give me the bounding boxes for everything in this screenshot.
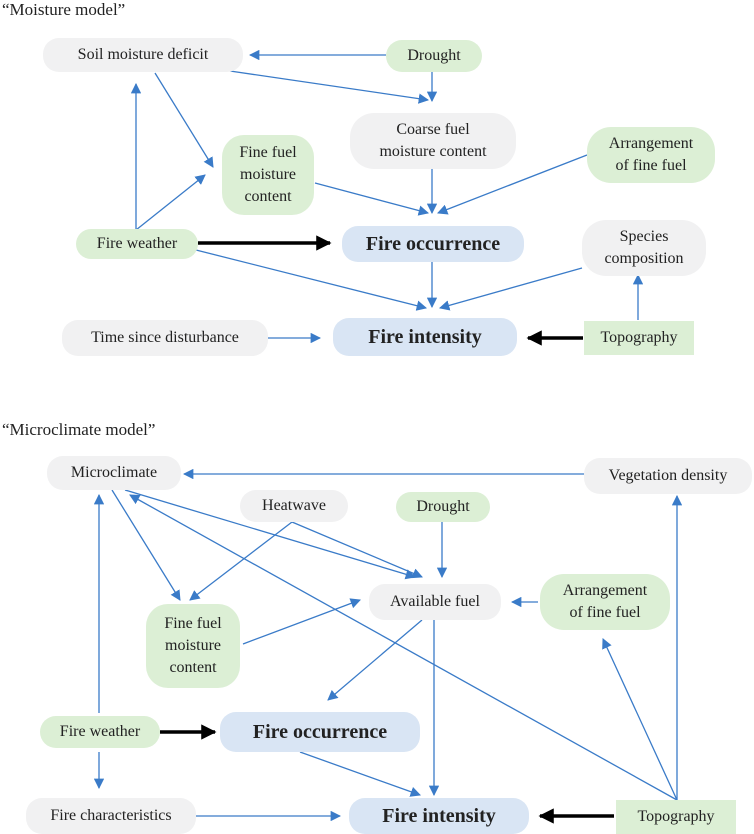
label-arrangement-line2: of fine fuel xyxy=(615,157,687,174)
label-coarse-fuel-line1: Coarse fuel xyxy=(396,121,470,138)
edge-availablefuel-to-occurrence xyxy=(327,619,423,701)
edge-fireweather-to-finefuel xyxy=(135,174,206,231)
label-fire-weather: Fire weather xyxy=(96,235,178,252)
edge-arrangement-to-occurrence xyxy=(437,154,588,215)
node-fine-fuel-moisture-2: Fine fuel moisture content xyxy=(146,604,240,688)
label-available-fuel: Available fuel xyxy=(390,593,480,610)
label-drought: Drought xyxy=(407,47,461,64)
microclimate-model-title: “Microclimate model” xyxy=(2,420,156,439)
node-heatwave: Heatwave xyxy=(240,490,348,522)
node-fine-fuel-moisture: Fine fuel moisture content xyxy=(222,135,314,215)
label-fire-intensity-2: Fire intensity xyxy=(382,805,496,827)
edge-species-to-intensity xyxy=(438,267,583,311)
edge-microclimate-to-finefuel xyxy=(111,489,181,601)
node-fire-weather-2: Fire weather xyxy=(40,716,160,748)
label-arrangement-line1: Arrangement xyxy=(608,135,694,152)
node-available-fuel: Available fuel xyxy=(369,584,501,620)
edge-heatwave-to-finefuel xyxy=(189,521,293,601)
label-fire-intensity: Fire intensity xyxy=(368,326,482,348)
label-heatwave: Heatwave xyxy=(262,497,326,514)
label-fine-fuel-2-line3: content xyxy=(169,659,217,676)
edge-topography-to-arrangement xyxy=(602,638,678,801)
edge-soil-to-coarse xyxy=(229,70,430,104)
node-vegetation-density: Vegetation density xyxy=(584,458,752,494)
label-arrangement-2-line1: Arrangement xyxy=(562,582,648,599)
label-fine-fuel-line2: moisture xyxy=(240,166,296,183)
node-fire-characteristics: Fire characteristics xyxy=(26,798,196,834)
node-drought-2: Drought xyxy=(396,492,490,522)
label-soil-moisture-deficit: Soil moisture deficit xyxy=(77,46,209,63)
edge-topography-to-microclimate xyxy=(129,494,678,801)
edge-heatwave-to-availablefuel xyxy=(291,521,423,579)
node-arrangement-fine-fuel-2: Arrangement of fine fuel xyxy=(540,574,670,630)
label-fine-fuel-2-line2: moisture xyxy=(165,637,221,654)
edge-occurrence-to-intensity-2 xyxy=(299,751,421,797)
node-topography: Topography xyxy=(584,321,694,355)
node-coarse-fuel-moisture: Coarse fuel moisture content xyxy=(350,113,516,169)
node-fire-occurrence-2: Fire occurrence xyxy=(220,712,420,752)
label-fire-occurrence: Fire occurrence xyxy=(365,233,501,255)
label-species-line2: composition xyxy=(604,250,684,267)
node-soil-moisture-deficit: Soil moisture deficit xyxy=(43,38,243,72)
label-time-since-disturbance: Time since disturbance xyxy=(91,329,239,346)
edge-finefuel-to-availablefuel xyxy=(242,598,361,645)
edge-fireweather-to-intensity xyxy=(195,249,428,311)
label-topography-2: Topography xyxy=(637,808,715,825)
label-arrangement-2-line2: of fine fuel xyxy=(569,604,641,621)
edge-soil-to-finefuel xyxy=(154,72,214,168)
label-topography: Topography xyxy=(600,329,678,346)
label-coarse-fuel-line2: moisture content xyxy=(379,143,487,160)
node-topography-2: Topography xyxy=(616,800,736,834)
edge-microclimate-to-availablefuel xyxy=(124,489,416,580)
node-arrangement-fine-fuel: Arrangement of fine fuel xyxy=(587,127,715,183)
label-fire-occurrence-2: Fire occurrence xyxy=(252,721,388,743)
node-fire-intensity-2: Fire intensity xyxy=(349,798,529,834)
label-fire-weather-2: Fire weather xyxy=(59,723,141,740)
label-fine-fuel-line1: Fine fuel xyxy=(239,144,297,161)
label-fine-fuel-line3: content xyxy=(244,188,292,205)
label-fire-characteristics: Fire characteristics xyxy=(50,807,172,824)
node-microclimate: Microclimate xyxy=(47,456,181,490)
node-time-since-disturbance: Time since disturbance xyxy=(62,320,268,356)
label-species-line1: Species xyxy=(619,228,669,245)
label-vegetation-density: Vegetation density xyxy=(608,467,728,484)
node-fire-intensity: Fire intensity xyxy=(333,318,517,356)
node-species-composition: Species composition xyxy=(582,220,706,276)
label-microclimate: Microclimate xyxy=(70,464,158,481)
label-drought-2: Drought xyxy=(416,498,470,515)
node-fire-weather: Fire weather xyxy=(76,229,198,259)
label-fine-fuel-2-line1: Fine fuel xyxy=(164,615,222,632)
edge-finefuel-to-occurrence xyxy=(314,182,430,216)
node-fire-occurrence: Fire occurrence xyxy=(342,226,524,262)
moisture-model-title: “Moisture model” xyxy=(2,0,126,19)
node-drought: Drought xyxy=(386,40,482,72)
